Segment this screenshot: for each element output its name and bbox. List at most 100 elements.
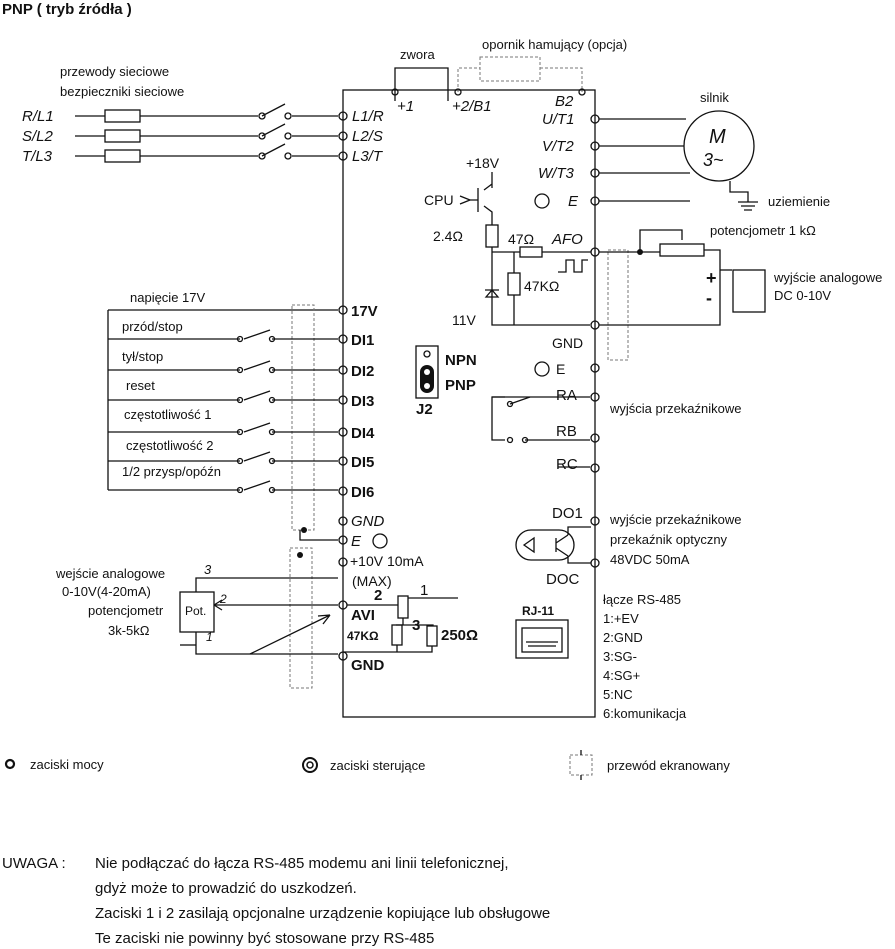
ground-icon-1 — [534, 193, 550, 209]
label-dc: DC 0-10V — [774, 288, 831, 303]
label-di2: tył/stop — [122, 349, 163, 364]
label-npn: NPN — [445, 352, 477, 369]
term-gnd-2: GND — [351, 513, 385, 530]
term-gnd-3: GND — [351, 657, 385, 674]
pot-pin-2: 2 — [219, 592, 227, 606]
note-block: UWAGA : Nie podłączać do łącza RS-485 mo… — [2, 855, 550, 947]
shield-1 — [607, 249, 629, 361]
j2-jumper — [415, 345, 439, 399]
label-48v: 48VDC 50mA — [610, 552, 690, 567]
term-l3: L3/T — [352, 148, 384, 165]
switch-pin-1: 1 — [420, 582, 428, 599]
jumper-wire — [394, 67, 449, 101]
term-v: V/T2 — [542, 138, 574, 155]
term-rb: RB — [556, 423, 577, 440]
rs485-pin-1: 1:+EV — [603, 611, 639, 626]
label-uziemienie: uziemienie — [768, 194, 830, 209]
label-18v: +18V — [466, 155, 500, 171]
term-avi: AVI — [351, 607, 375, 624]
terminal-p1 — [391, 88, 399, 96]
label-r47k: 47KΩ — [524, 278, 559, 294]
shielded-wire-icon — [569, 754, 593, 776]
rs485-pinout: 1:+EV 2:GND 3:SG- 4:SG+ 5:NC 6:komunikac… — [603, 611, 687, 721]
pot-pin-3: 3 — [204, 562, 212, 577]
rs485-pin-6: 6:komunikacja — [603, 706, 687, 721]
label-range: 0-10V(4-20mA) — [62, 584, 151, 599]
term-l2: L2/S — [352, 128, 383, 145]
term-l1: L1/R — [352, 108, 384, 125]
label-przewody: przewody sieciowe — [60, 64, 169, 79]
label-optical: przekaźnik optyczny — [610, 532, 728, 547]
label-r47: 47Ω — [508, 231, 534, 247]
motor-phase: 3~ — [703, 150, 724, 170]
term-u: U/T1 — [542, 111, 575, 128]
brake-resistor — [479, 56, 541, 82]
input-t: T/L3 — [22, 148, 53, 165]
control-terminal-icon — [302, 757, 318, 773]
label-opornik: opornik hamujący (opcja) — [482, 37, 627, 52]
motor-m: M — [709, 126, 726, 148]
label-3k5k: 3k-5kΩ — [108, 623, 150, 638]
power-terminal-icon — [4, 758, 16, 770]
legend-shield: przewód ekranowany — [607, 758, 730, 773]
brake-wires — [457, 67, 583, 92]
label-relay-out: wyjście przekaźnikowe — [609, 512, 742, 527]
pot-pin-1: 1 — [206, 630, 213, 644]
term-di6: DI6 — [351, 484, 374, 501]
label-silnik: silnik — [700, 90, 729, 105]
label-napiecie: napięcie 17V — [130, 290, 205, 305]
label-r47k-2: 47KΩ — [347, 629, 379, 643]
label-zwora: zwora — [400, 47, 435, 62]
ground-icon-2 — [534, 361, 550, 377]
label-max: (MAX) — [352, 573, 392, 589]
input-s: S/L2 — [22, 128, 54, 145]
rs485-pin-4: 4:SG+ — [603, 668, 640, 683]
fuse-3 — [104, 149, 141, 163]
diagram-title: PNP ( tryb źródła ) — [2, 1, 132, 18]
note-head: UWAGA : — [2, 855, 66, 872]
label-bezpieczniki: bezpieczniki sieciowe — [60, 84, 184, 99]
term-di2: DI2 — [351, 363, 374, 380]
note-line-4: Te zaciski nie powinny być stosowane prz… — [95, 930, 434, 947]
rj11-icon — [515, 619, 569, 659]
label-pot: Pot. — [185, 604, 206, 618]
term-di1: DI1 — [351, 332, 374, 349]
terminal-p2 — [454, 88, 462, 96]
label-cpu: CPU — [424, 192, 454, 208]
rs485-pin-3: 3:SG- — [603, 649, 637, 664]
label-di4: częstotliwość 1 — [124, 407, 211, 422]
label-di6: 1/2 przysp/opóźn — [122, 464, 221, 479]
label-r250: 250Ω — [441, 627, 478, 644]
minus-sign: - — [706, 288, 712, 308]
legend-power: zaciski mocy — [30, 757, 104, 772]
rs485-pin-2: 2:GND — [603, 630, 643, 645]
optocoupler — [515, 529, 575, 561]
term-e: E — [568, 193, 579, 210]
note-line-3: Zaciski 1 i 2 zasilają opcjonalne urządz… — [95, 905, 550, 922]
terminal-b2 — [578, 88, 586, 96]
label-j2: J2 — [416, 401, 433, 418]
switch-pin-2: 2 — [374, 587, 382, 604]
label-analog-in: wejście analogowe — [55, 566, 165, 581]
label-pot1k: potencjometr 1 kΩ — [710, 223, 816, 238]
plus-sign: + — [706, 268, 717, 288]
term-do1: DO1 — [552, 505, 583, 522]
legend: zaciski mocy zaciski sterujące przewód e… — [4, 750, 730, 780]
digital-inputs: 17V przód/stop DI1 tył/stop DI2 reset DI… — [108, 303, 378, 501]
term-e2: E — [556, 361, 565, 377]
note-line-1: Nie podłączać do łącza RS-485 modemu ani… — [95, 855, 509, 872]
label-r24: 2.4Ω — [433, 228, 463, 244]
term-17v: 17V — [351, 303, 378, 320]
rs485-pin-5: 5:NC — [603, 687, 633, 702]
fuse-2 — [104, 129, 141, 143]
term-doc: DOC — [546, 571, 580, 588]
label-rj11: RJ-11 — [522, 604, 554, 618]
term-gnd-1: GND — [552, 335, 583, 351]
shield-3 — [289, 547, 313, 689]
term-di5: DI5 — [351, 454, 374, 471]
term-afo: AFO — [551, 231, 583, 248]
label-analog-out: wyjście analogowe — [773, 270, 882, 285]
label-di5: częstotliwość 2 — [126, 438, 213, 453]
label-di3: reset — [126, 378, 155, 393]
note-line-2: gdyż może to prowadzić do uszkodzeń. — [95, 880, 357, 897]
